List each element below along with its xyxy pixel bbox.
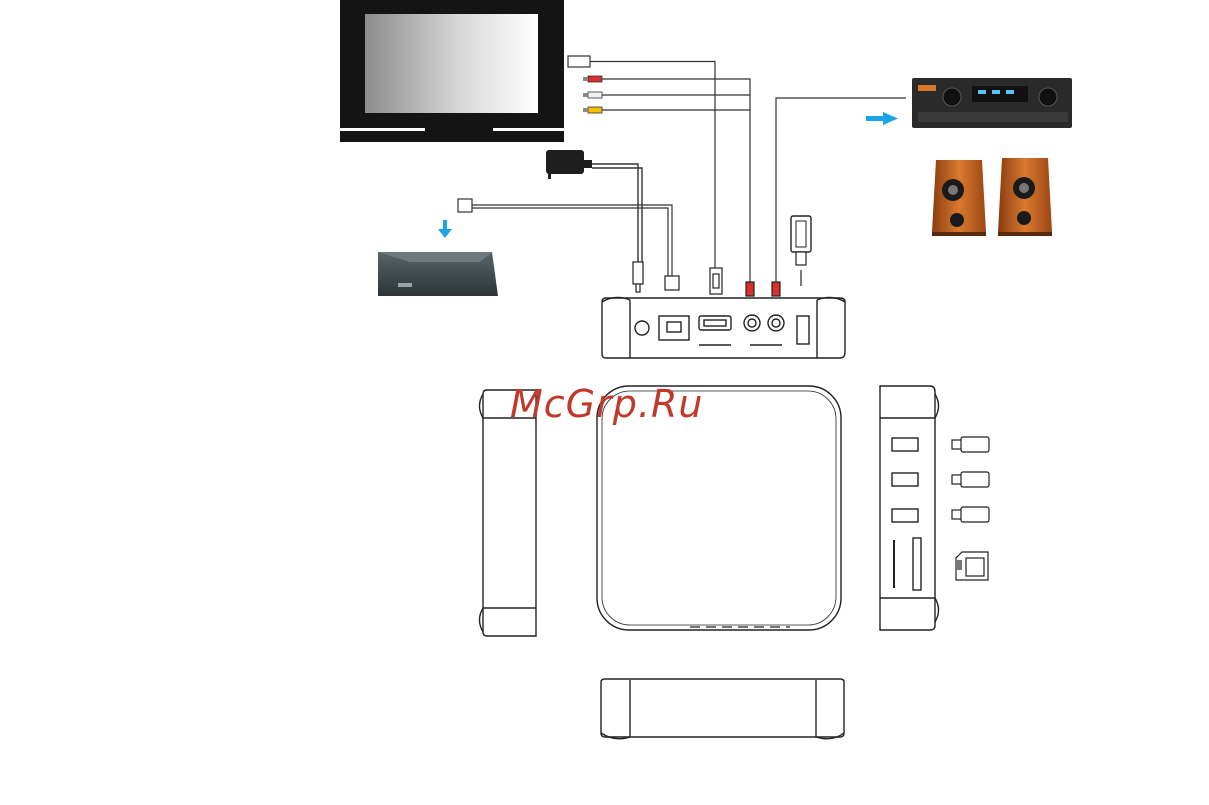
av-cables — [568, 56, 906, 282]
rca-white-plug-icon — [588, 92, 602, 98]
box-front-view — [601, 679, 844, 739]
usb-port-rear-icon — [797, 316, 809, 344]
usb-stick-small-3-icon — [952, 507, 989, 522]
hdmi-plug-icon — [568, 56, 590, 67]
sd-slot-icon — [913, 538, 921, 590]
box-right-side-view — [880, 386, 939, 630]
usb-sticks — [952, 437, 989, 522]
box-left-side-view — [480, 390, 537, 636]
power-plug-icon — [633, 262, 643, 284]
amplifier-icon — [912, 78, 1072, 128]
box-rear-view — [602, 297, 845, 358]
rca-yellow-plug-icon — [588, 107, 602, 113]
usb-stick-small-1-icon — [952, 437, 989, 452]
power-port-icon — [635, 321, 649, 335]
speakers-icon — [932, 158, 1052, 236]
av-plug-icon — [746, 282, 754, 296]
sd-card-icon — [956, 552, 988, 580]
lan-plug-icon — [665, 276, 679, 290]
watermark-text: McGrp.Ru — [510, 382, 703, 426]
usb-port-side-3-icon — [892, 509, 918, 522]
rca-red-plug-icon — [588, 76, 602, 82]
spdif-plug-icon — [772, 282, 780, 296]
power-adapter-icon — [546, 150, 642, 262]
speaker-left-icon — [932, 160, 986, 236]
tv-icon — [340, 0, 564, 142]
usb-port-side-1-icon — [892, 438, 918, 451]
speaker-right-icon — [998, 158, 1052, 236]
box-plugs — [633, 262, 780, 296]
usb-stick-icon — [791, 216, 811, 286]
usb-stick-small-2-icon — [952, 472, 989, 487]
usb-port-side-2-icon — [892, 473, 918, 486]
arrow-down-icon — [438, 220, 452, 238]
arrow-right-icon — [866, 112, 898, 125]
rca-plugs — [583, 76, 602, 113]
ethernet-plug-icon — [458, 199, 472, 212]
router-icon — [378, 252, 498, 296]
